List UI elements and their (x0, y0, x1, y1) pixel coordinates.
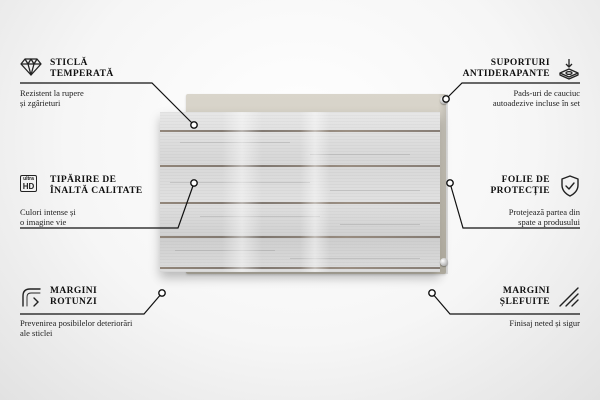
wood-grain (290, 258, 420, 259)
polished-edge-icon (558, 286, 580, 313)
wood-grain (340, 224, 420, 225)
feature-title: TIPĂRIRE DE (50, 175, 117, 185)
wood-grain (330, 190, 420, 191)
feature-title: MARGINI (502, 286, 550, 296)
glass-reflection (222, 112, 262, 272)
feature-title: ROTUNZI (50, 297, 98, 307)
feature-description: Culori intense și (20, 207, 76, 217)
callout-line-polished-edges (431, 292, 580, 315)
plank-seam (160, 165, 440, 167)
mounting-bracket (440, 258, 448, 266)
feature-description: Rezistent la rupere (20, 88, 84, 98)
plank-seam (160, 202, 440, 204)
wood-grain (170, 182, 310, 183)
feature-rounded-edges: MARGINI ROTUNZI Prevenirea posibilelor d… (20, 286, 190, 346)
plank-seam (160, 267, 440, 269)
glass-panel-whitewashed-wood (160, 112, 440, 272)
callout-dot (428, 289, 436, 297)
callout-dot (446, 179, 454, 187)
callout-dot (190, 179, 198, 187)
callout-line-protective-foil (449, 182, 580, 229)
feature-description: Finisaj neted și sigur (509, 318, 580, 328)
feature-title: MARGINI (50, 286, 98, 296)
callout-line-rounded-edges (20, 292, 163, 315)
feature-description: Prevenirea posibilelor deteriorări (20, 318, 133, 328)
plank-seam (160, 236, 440, 238)
feature-title: FOLIE DE (501, 175, 550, 185)
feature-protective-foil: FOLIE DE PROTECȚIE Protejează partea din… (410, 175, 580, 235)
feature-description: Protejează partea din (508, 207, 580, 217)
feature-description: o imagine vie (20, 217, 67, 227)
feature-title: ȘLEFUITE (499, 297, 550, 307)
wood-grain (310, 154, 410, 155)
feature-tempered-glass: STICLĂ TEMPERATĂ Rezistent la rupere și … (20, 58, 190, 108)
feature-description: spate a produsului (518, 217, 580, 227)
glass-reflection (300, 112, 330, 272)
callout-dot (158, 289, 166, 297)
anti-slip-pad-icon (558, 58, 580, 85)
feature-title: ÎNALTĂ CALITATE (50, 186, 143, 196)
feature-title: SUPORTURI (490, 58, 550, 68)
ultra-hd-icon: ultra HD (20, 175, 37, 192)
feature-title: ANTIDERAPANTE (462, 69, 550, 79)
wood-grain (175, 250, 275, 251)
feature-title: PROTECȚIE (490, 186, 550, 196)
callout-dot (190, 121, 198, 129)
feature-polished-edges: MARGINI ȘLEFUITE Finisaj neted și sigur (410, 286, 580, 336)
feature-description: și zgârieturi (20, 98, 61, 108)
feature-description: autoadezive incluse în set (492, 98, 580, 108)
shield-check-icon (560, 175, 580, 202)
wood-grain (180, 142, 290, 143)
diamond-icon (20, 58, 42, 81)
rounded-corner-icon (20, 286, 42, 313)
feature-anti-slip: SUPORTURI ANTIDERAPANTE Pads-uri de cauc… (410, 58, 580, 108)
feature-title: STICLĂ (50, 58, 88, 68)
feature-title: TEMPERATĂ (50, 69, 114, 79)
feature-description: Pads-uri de cauciuc (513, 88, 580, 98)
callout-line-tempered-glass (20, 82, 195, 126)
callout-dot (442, 95, 450, 103)
feature-print-quality: ultra HD TIPĂRIRE DE ÎNALTĂ CALITATE Cul… (20, 175, 190, 235)
feature-description: ale sticlei (20, 328, 53, 338)
plank-seam (160, 130, 440, 132)
callout-line-print-quality (20, 182, 195, 229)
wood-grain (200, 216, 320, 217)
callout-line-anti-slip (445, 82, 580, 100)
